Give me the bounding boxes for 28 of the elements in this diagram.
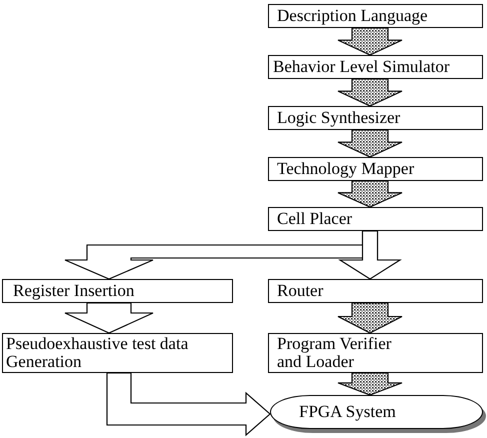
process-box: [268, 55, 483, 79]
process-box: [2, 279, 233, 303]
process-box: [268, 4, 483, 28]
box-text: Register Insertion: [13, 282, 134, 300]
block-arrow: [337, 129, 403, 158]
block-arrow: [337, 27, 403, 56]
block-arrow: [337, 302, 403, 334]
box-text: Router: [277, 282, 324, 300]
box-text: Behavior Level Simulator: [273, 58, 450, 76]
process-box: [268, 279, 483, 303]
box-text: Description Language: [277, 7, 428, 25]
block-arrow: [337, 372, 403, 396]
block-arrow: [338, 230, 402, 280]
box-text: FPGA System: [299, 403, 396, 421]
box-text: Pseudoexhaustive test data Generation: [6, 335, 190, 371]
box-text: Technology Mapper: [277, 160, 414, 178]
process-box: [268, 207, 483, 231]
block-arrow: [106, 372, 271, 436]
process-box: [268, 333, 483, 373]
box-text: Program Verifier and Loader: [277, 335, 392, 371]
box-text: Logic Synthesizer: [277, 109, 400, 127]
process-box: [268, 106, 483, 130]
block-arrow: [64, 302, 154, 334]
process-box: [268, 157, 483, 181]
box-text: Cell Placer: [277, 210, 352, 228]
block-arrow: [337, 78, 403, 107]
block-arrow: [337, 180, 403, 208]
process-box: [2, 333, 233, 373]
